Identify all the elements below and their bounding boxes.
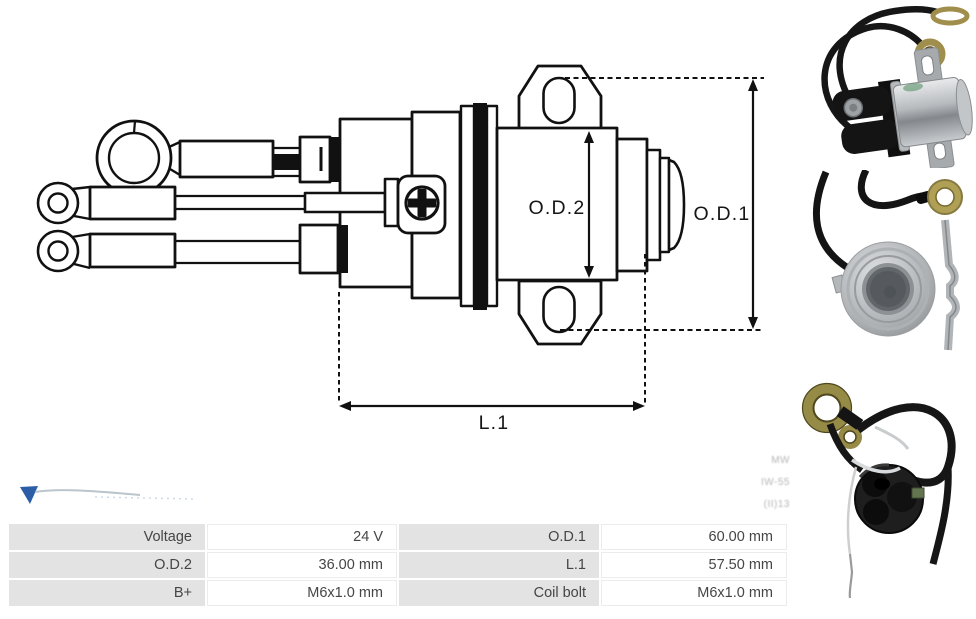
dimension-od2	[584, 131, 594, 278]
spec-label-od2: O.D.2	[9, 552, 205, 578]
logo-remnant	[20, 486, 196, 504]
phillips-screw-icon	[383, 174, 447, 235]
ring-terminal-large	[95, 119, 300, 197]
watermark-line: MW	[771, 455, 790, 466]
product-photo-front-view	[812, 170, 963, 351]
spec-value-l1: 57.50 mm	[601, 552, 787, 578]
brass-ring-terminal-icon	[927, 179, 963, 215]
dimension-od1	[560, 77, 764, 331]
b-plus-terminal	[298, 135, 340, 184]
spec-value-b-plus: M6x1.0 mm	[207, 580, 397, 606]
solenoid-face	[840, 241, 936, 337]
spec-label-l1: L.1	[399, 552, 599, 578]
l1-dimension-label: L.1	[479, 412, 510, 434]
watermark-line: (II)13	[763, 499, 790, 510]
od1-dimension-label: O.D.1	[694, 203, 751, 225]
spec-label-voltage: Voltage	[9, 524, 205, 550]
od2-dimension-label: O.D.2	[529, 197, 586, 219]
dimension-l1	[338, 254, 646, 411]
product-photo-rear-view	[801, 382, 956, 599]
ring-terminal-middle	[36, 181, 387, 225]
spec-table: Voltage 24 V O.D.1 60.00 mm O.D.2 36.00 …	[9, 524, 787, 606]
spec-value-od2: 36.00 mm	[207, 552, 397, 578]
solenoid-technical-drawing: O.D.2 O.D.1 L.1	[36, 64, 764, 434]
spec-value-voltage: 24 V	[207, 524, 397, 550]
watermark-line: IW-55	[761, 477, 790, 488]
spec-label-b-plus: B+	[9, 580, 205, 606]
spec-label-coil-bolt: Coil bolt	[399, 580, 599, 606]
spec-value-coil-bolt: M6x1.0 mm	[601, 580, 787, 606]
product-photo-side-view	[821, 5, 973, 168]
mounting-bracket-top	[517, 64, 603, 131]
solenoid-cylinder	[495, 126, 686, 282]
spec-label-od1: O.D.1	[399, 524, 599, 550]
solenoid-flange	[459, 103, 499, 310]
rubber-boot-cover	[854, 463, 925, 534]
watermark-fragments: MW IW-55 (II)13	[640, 450, 790, 516]
mounting-bracket-bottom	[517, 279, 603, 346]
spec-value-od1: 60.00 mm	[601, 524, 787, 550]
ring-terminal-lower	[36, 223, 348, 275]
